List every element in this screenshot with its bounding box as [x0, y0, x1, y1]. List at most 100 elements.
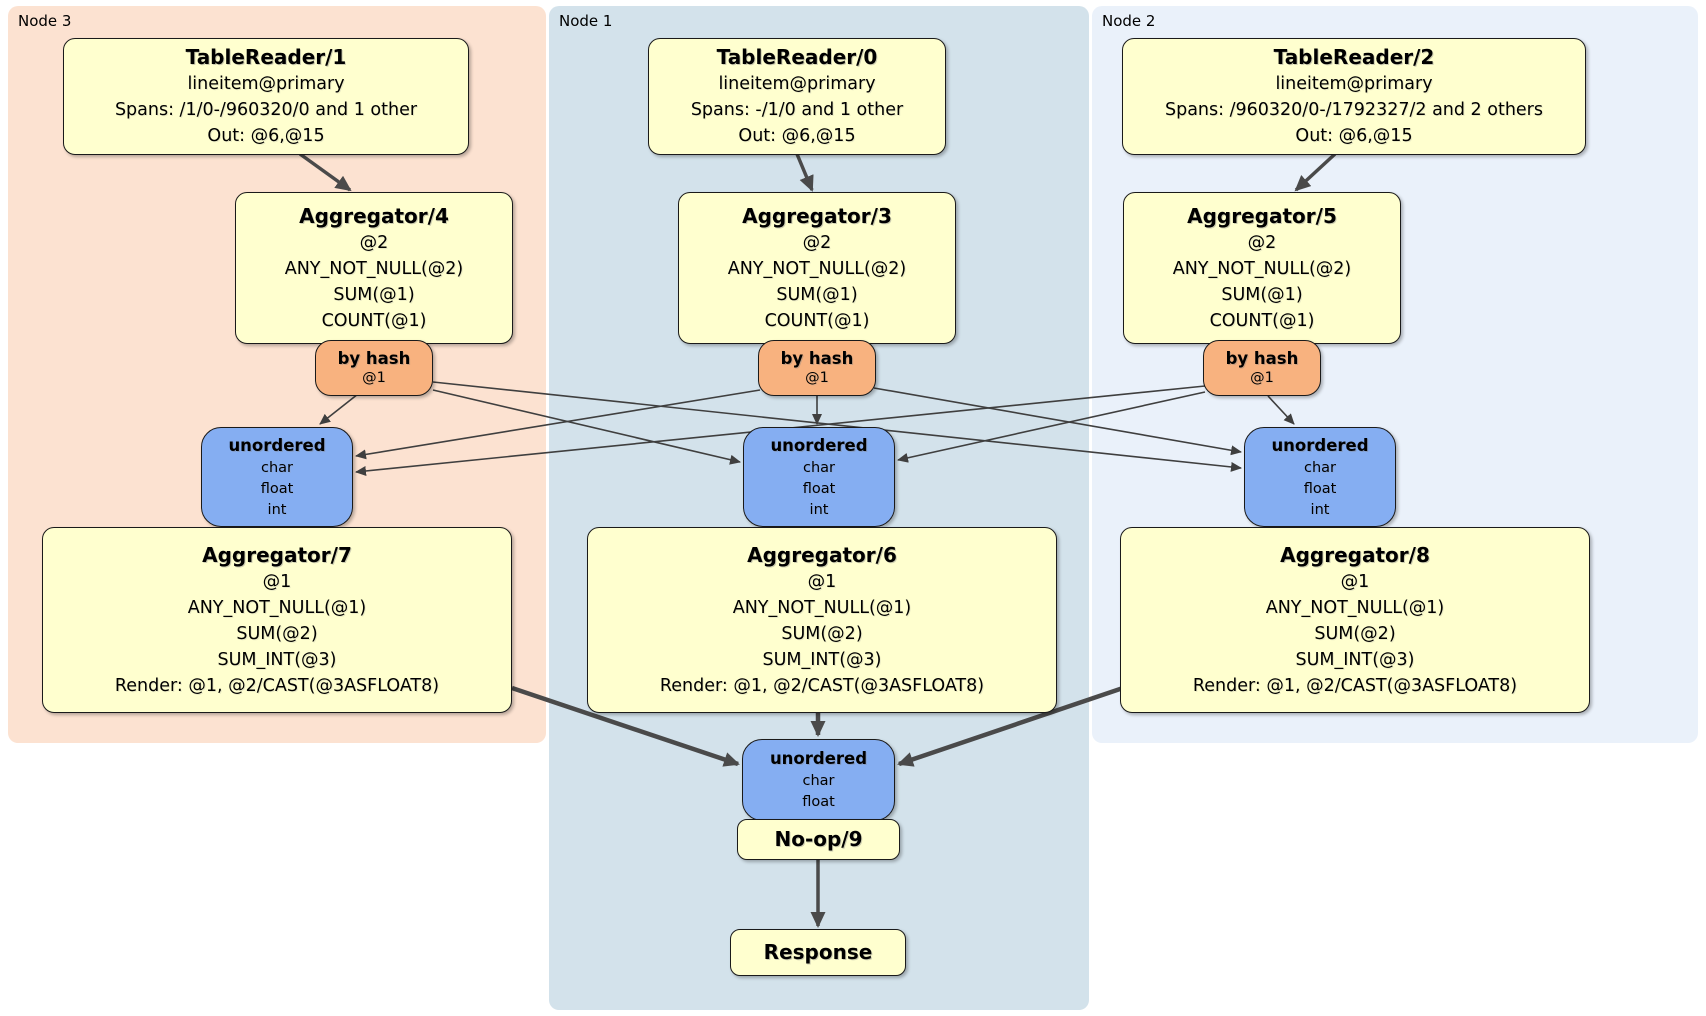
aggregator-6-render: Render: @1, @2/CAST(@3ASFLOAT8): [659, 675, 985, 696]
tablereader-2-title: TableReader/2: [1273, 45, 1435, 69]
router-by-hash-4: by hash @1: [315, 340, 433, 396]
aggregator-5-fn3: COUNT(@1): [1209, 310, 1315, 331]
aggregator-4-group: @2: [359, 232, 389, 253]
sync-node1-col1: char: [802, 459, 835, 476]
tablereader-1-title: TableReader/1: [185, 45, 347, 69]
edge-hash4-sync1: [432, 389, 741, 465]
edge-hash5-sync1: [897, 391, 1206, 463]
router-by-hash-5: by hash @1: [1203, 340, 1321, 396]
router-5-key: @1: [1250, 370, 1274, 386]
edge-hash3-sync2: [873, 387, 1242, 456]
aggregator-5-group: @2: [1247, 232, 1277, 253]
aggregator-7-fn3: SUM_INT(@3): [217, 649, 337, 670]
router-3-title: by hash: [780, 349, 854, 368]
tablereader-1-out: Out: @6,@15: [207, 126, 325, 146]
aggregator-4-fn1: ANY_NOT_NULL(@2): [284, 258, 464, 279]
aggregator-4-node: Aggregator/4 @2 ANY_NOT_NULL(@2) SUM(@1)…: [235, 192, 513, 344]
aggregator-7-fn2: SUM(@2): [236, 623, 318, 644]
tablereader-2-node: TableReader/2 lineitem@primary Spans: /9…: [1122, 38, 1586, 155]
aggregator-8-render: Render: @1, @2/CAST(@3ASFLOAT8): [1192, 675, 1518, 696]
sync-node2-col2: float: [1303, 480, 1337, 497]
sync-unordered-node2: unordered char float int: [1244, 427, 1396, 527]
aggregator-3-node: Aggregator/3 @2 ANY_NOT_NULL(@2) SUM(@1)…: [678, 192, 956, 344]
aggregator-6-title: Aggregator/6: [747, 542, 897, 567]
aggregator-5-fn1: ANY_NOT_NULL(@2): [1172, 258, 1352, 279]
sync-unordered-final: unordered char float: [742, 739, 895, 821]
router-5-title: by hash: [1225, 349, 1299, 368]
tablereader-0-out: Out: @6,@15: [738, 126, 856, 146]
tablereader-0-index: lineitem@primary: [718, 74, 876, 94]
sync-node3-title: unordered: [228, 435, 326, 455]
edge-hash5-sync2: [1267, 395, 1295, 425]
edge-tr1-agg4: [298, 152, 352, 192]
sync-node1-title: unordered: [770, 435, 868, 455]
aggregator-3-title: Aggregator/3: [742, 203, 892, 228]
aggregator-3-group: @2: [802, 232, 832, 253]
sync-unordered-node1: unordered char float int: [743, 427, 895, 527]
aggregator-8-node: Aggregator/8 @1 ANY_NOT_NULL(@1) SUM(@2)…: [1120, 527, 1590, 713]
aggregator-7-render: Render: @1, @2/CAST(@3ASFLOAT8): [114, 675, 440, 696]
edge-agg7-final: [511, 685, 740, 767]
tablereader-2-spans: Spans: /960320/0-/1792327/2 and 2 others: [1164, 100, 1543, 120]
response-title: Response: [763, 940, 873, 964]
tablereader-0-title: TableReader/0: [716, 45, 878, 69]
sync-final-col2: float: [802, 794, 835, 810]
panel-node-1-label: Node 1: [559, 12, 613, 30]
aggregator-4-fn2: SUM(@1): [333, 284, 415, 305]
noop-9-title: No-op/9: [774, 827, 863, 851]
sync-node3-col3: int: [267, 501, 287, 518]
aggregator-3-fn1: ANY_NOT_NULL(@2): [727, 258, 907, 279]
aggregator-8-title: Aggregator/8: [1280, 542, 1430, 567]
edge-tr0-agg3: [795, 153, 814, 192]
tablereader-1-node: TableReader/1 lineitem@primary Spans: /1…: [63, 38, 469, 155]
router-4-title: by hash: [337, 349, 411, 368]
aggregator-5-node: Aggregator/5 @2 ANY_NOT_NULL(@2) SUM(@1)…: [1123, 192, 1401, 344]
edge-hash3-sync3: [355, 389, 761, 460]
aggregator-4-fn3: COUNT(@1): [321, 310, 427, 331]
tablereader-0-node: TableReader/0 lineitem@primary Spans: -/…: [648, 38, 946, 155]
tablereader-2-out: Out: @6,@15: [1295, 126, 1413, 146]
panel-node-2-label: Node 2: [1102, 12, 1156, 30]
aggregator-3-fn3: COUNT(@1): [764, 310, 870, 331]
sync-unordered-node3: unordered char float int: [201, 427, 353, 527]
sync-node2-col1: char: [1303, 459, 1336, 476]
edge-tr2-agg5: [1294, 152, 1337, 192]
tablereader-2-index: lineitem@primary: [1275, 74, 1433, 94]
aggregator-6-fn2: SUM(@2): [781, 623, 863, 644]
panel-node-3-label: Node 3: [18, 12, 72, 30]
router-4-key: @1: [362, 370, 386, 386]
sync-final-title: unordered: [769, 749, 868, 768]
sync-node1-col2: float: [802, 480, 836, 497]
aggregator-7-title: Aggregator/7: [202, 542, 352, 567]
aggregator-4-title: Aggregator/4: [299, 203, 449, 228]
router-by-hash-3: by hash @1: [758, 340, 876, 396]
edge-hash4-sync2: [432, 381, 1242, 472]
sync-node2-col3: int: [1310, 501, 1330, 518]
aggregator-8-fn2: SUM(@2): [1314, 623, 1396, 644]
aggregator-5-title: Aggregator/5: [1187, 203, 1337, 228]
sync-node3-col2: float: [260, 480, 294, 497]
tablereader-1-spans: Spans: /1/0-/960320/0 and 1 other: [114, 100, 418, 120]
aggregator-5-fn2: SUM(@1): [1221, 284, 1303, 305]
aggregator-6-node: Aggregator/6 @1 ANY_NOT_NULL(@1) SUM(@2)…: [587, 527, 1057, 713]
sync-node3-col1: char: [260, 459, 293, 476]
aggregator-6-group: @1: [807, 571, 837, 592]
sync-node2-title: unordered: [1271, 435, 1369, 455]
aggregator-3-fn2: SUM(@1): [776, 284, 858, 305]
sync-node1-col3: int: [809, 501, 829, 518]
response-node: Response: [730, 929, 906, 976]
aggregator-8-fn1: ANY_NOT_NULL(@1): [1265, 597, 1445, 618]
aggregator-7-node: Aggregator/7 @1 ANY_NOT_NULL(@1) SUM(@2)…: [42, 527, 512, 713]
edge-hash4-sync3: [319, 393, 359, 425]
sync-final-col1: char: [802, 773, 835, 789]
tablereader-0-spans: Spans: -/1/0 and 1 other: [690, 100, 904, 120]
aggregator-6-fn1: ANY_NOT_NULL(@1): [732, 597, 912, 618]
aggregator-8-group: @1: [1340, 571, 1370, 592]
aggregator-6-fn3: SUM_INT(@3): [762, 649, 882, 670]
edge-agg8-final: [897, 685, 1124, 767]
aggregator-8-fn3: SUM_INT(@3): [1295, 649, 1415, 670]
aggregator-7-fn1: ANY_NOT_NULL(@1): [187, 597, 367, 618]
tablereader-1-index: lineitem@primary: [187, 74, 345, 94]
